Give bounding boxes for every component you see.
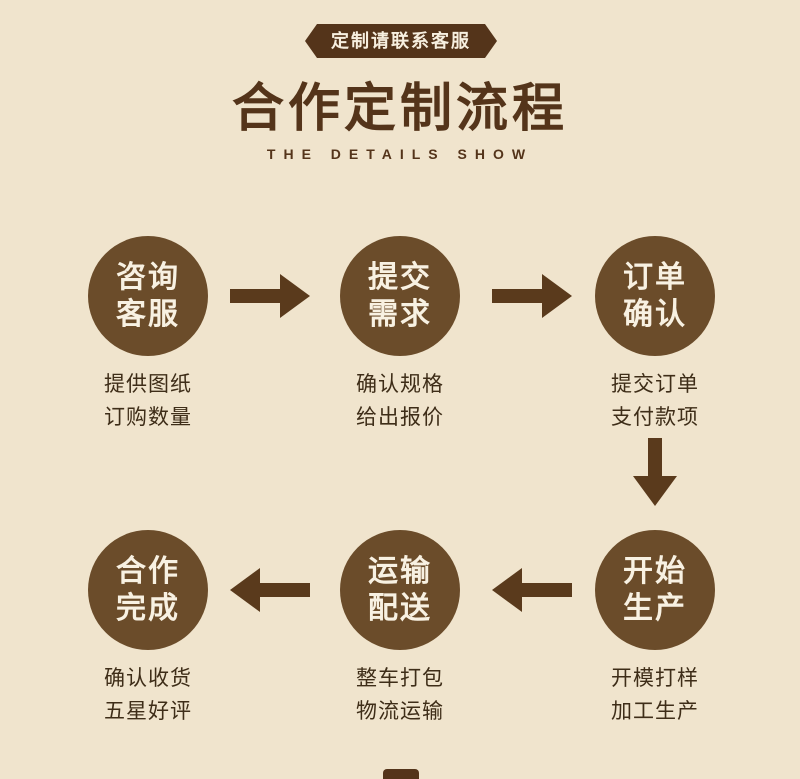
badge-label: 定制请联系客服 (331, 31, 471, 51)
arrow-shaft (492, 289, 546, 303)
step-order-confirm: 订单 确认 提交订单 支付款项 (565, 236, 745, 434)
arrow-head (492, 568, 522, 612)
caption-line1: 提供图纸 (104, 373, 192, 396)
next-section-partial-element (383, 769, 419, 779)
caption-line2: 加工生产 (611, 700, 699, 723)
step-start-production-caption: 开模打样 加工生产 (565, 662, 745, 728)
caption-line1: 确认收货 (104, 667, 192, 690)
step-order-confirm-circle: 订单 确认 (595, 236, 715, 356)
circle-label-line2: 完成 (116, 592, 180, 625)
arrow-shaft (230, 289, 284, 303)
step-order-confirm-caption: 提交订单 支付款项 (565, 368, 745, 434)
circle-label-line1: 开始 (623, 555, 687, 588)
caption-line1: 提交订单 (611, 373, 699, 396)
circle-label-line2: 配送 (368, 592, 432, 625)
section-title: 合作定制流程 (231, 80, 568, 138)
arrow-right-consult-to-submit-icon (230, 274, 310, 318)
arrow-head (633, 476, 677, 506)
arrow-shaft (256, 583, 310, 597)
step-transport-circle: 运输 配送 (340, 530, 460, 650)
top-ribbon-badge: 定制请联系客服 (305, 24, 497, 58)
caption-line2: 支付款项 (611, 406, 699, 429)
step-consult: 咨询 客服 提供图纸 订购数量 (58, 236, 238, 434)
section-subtitle: THE DETAILS SHOW (266, 146, 534, 162)
caption-line1: 整车打包 (356, 667, 444, 690)
caption-line1: 开模打样 (611, 667, 699, 690)
caption-line2: 给出报价 (356, 406, 444, 429)
step-consult-circle: 咨询 客服 (88, 236, 208, 356)
caption-line2: 物流运输 (356, 700, 444, 723)
step-submit-demand-caption: 确认规格 给出报价 (310, 368, 490, 434)
arrow-shaft (518, 583, 572, 597)
step-transport: 运输 配送 整车打包 物流运输 (310, 530, 490, 728)
arrow-head (230, 568, 260, 612)
caption-line2: 五星好评 (104, 700, 192, 723)
step-start-production: 开始 生产 开模打样 加工生产 (565, 530, 745, 728)
arrow-down-order-to-production-icon (633, 438, 677, 506)
arrow-head (542, 274, 572, 318)
circle-label-line1: 合作 (116, 555, 180, 588)
step-submit-demand: 提交 需求 确认规格 给出报价 (310, 236, 490, 434)
step-complete-circle: 合作 完成 (88, 530, 208, 650)
step-transport-caption: 整车打包 物流运输 (310, 662, 490, 728)
arrow-head (280, 274, 310, 318)
circle-label-line1: 运输 (368, 555, 432, 588)
circle-label-line1: 提交 (368, 261, 432, 294)
caption-line2: 订购数量 (104, 406, 192, 429)
step-submit-demand-circle: 提交 需求 (340, 236, 460, 356)
arrow-shaft (648, 438, 662, 480)
step-complete: 合作 完成 确认收货 五星好评 (58, 530, 238, 728)
step-consult-caption: 提供图纸 订购数量 (58, 368, 238, 434)
arrow-right-submit-to-order-icon (492, 274, 572, 318)
circle-label-line1: 订单 (623, 261, 687, 294)
caption-line1: 确认规格 (356, 373, 444, 396)
arrow-left-transport-to-complete-icon (230, 568, 310, 612)
circle-label-line2: 客服 (116, 298, 180, 331)
circle-label-line2: 需求 (368, 298, 432, 331)
step-start-production-circle: 开始 生产 (595, 530, 715, 650)
circle-label-line1: 咨询 (116, 261, 180, 294)
circle-label-line2: 确认 (623, 298, 687, 331)
arrow-left-production-to-transport-icon (492, 568, 572, 612)
circle-label-line2: 生产 (623, 592, 687, 625)
step-complete-caption: 确认收货 五星好评 (58, 662, 238, 728)
